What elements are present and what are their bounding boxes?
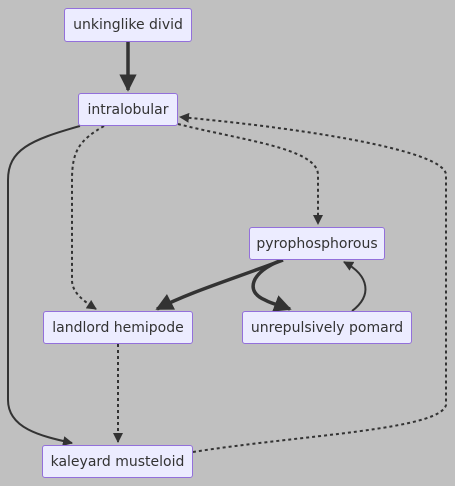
node-unkinglike-divid[interactable]: unkinglike divid — [64, 8, 192, 42]
edge-pyrophosphorous-unrepulsively — [251, 258, 292, 312]
edge-intralobular-kaleyard — [7, 125, 81, 446]
node-unrepulsively-pomard[interactable]: unrepulsively pomard — [242, 311, 412, 344]
edge-intralobular-landlord — [71, 125, 105, 310]
edge-intralobular-pyrophosphorous — [177, 123, 323, 225]
edge-kaleyard-intralobular — [179, 112, 447, 453]
node-pyrophosphorous[interactable]: pyrophosphorous — [249, 227, 385, 260]
node-intralobular[interactable]: intralobular — [78, 93, 178, 126]
edge-unrepulsively-pyrophosphorous — [343, 261, 367, 312]
node-kaleyard-musteloid[interactable]: kaleyard musteloid — [42, 445, 193, 478]
node-landlord-hemipode[interactable]: landlord hemipode — [43, 311, 193, 344]
